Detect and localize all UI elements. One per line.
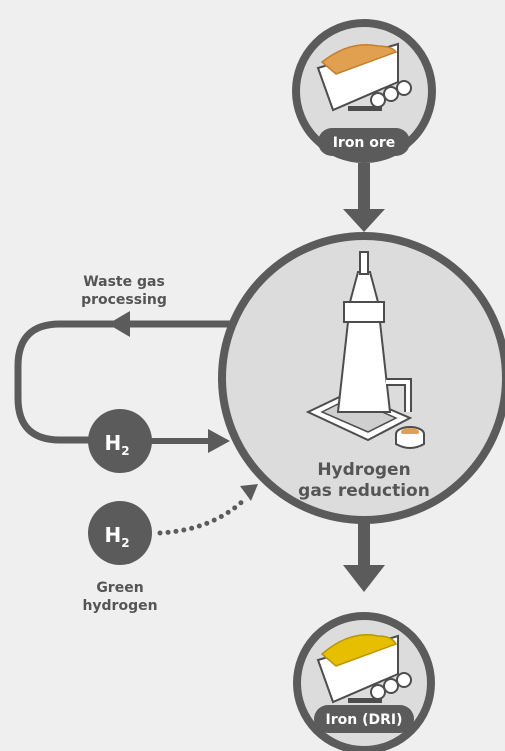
reduction-label-line2: gas reduction [298,481,430,501]
green-h2-dotted-arrow [157,484,258,536]
green-h2-label-line1: Green [96,580,143,596]
iron-dri-node: Iron (DRI) [293,612,435,751]
waste-gas-loop [14,311,232,444]
dri-cart-icon [316,634,412,704]
loop-label-line1: Waste gas [83,274,165,290]
reduction-label-line1: Hydrogen [317,460,410,480]
iron-dri-label: Iron (DRI) [326,712,403,728]
iron-ore-label: Iron ore [333,135,396,151]
green-h2-subscript: 2 [121,536,129,550]
iron-dri-pill [314,705,414,733]
loop-label-line2: processing [81,292,167,308]
recycled-h2-symbol: H [104,431,121,455]
furnace-icon [305,251,425,449]
svg-text:H2: H2 [104,431,129,458]
green-h2-symbol: H [104,523,121,547]
iron-ore-pill [318,128,410,156]
svg-text:H2: H2 [104,523,129,550]
green-h2-label-line2: hydrogen [82,598,157,614]
green-h2-node: H2 Green hydrogen [82,501,158,614]
recycled-h2-node: H2 [88,409,152,473]
reduction-to-dri-arrow [343,523,385,592]
h2-to-reduction-arrow [150,429,230,453]
iron-ore-node: Iron ore [292,19,436,163]
ore-to-reduction-arrow [343,163,385,232]
ore-cart-icon [316,42,412,112]
reduction-node: Hydrogen gas reduction [218,232,505,524]
recycled-h2-subscript: 2 [121,444,129,458]
loop-arrowhead [108,311,130,337]
